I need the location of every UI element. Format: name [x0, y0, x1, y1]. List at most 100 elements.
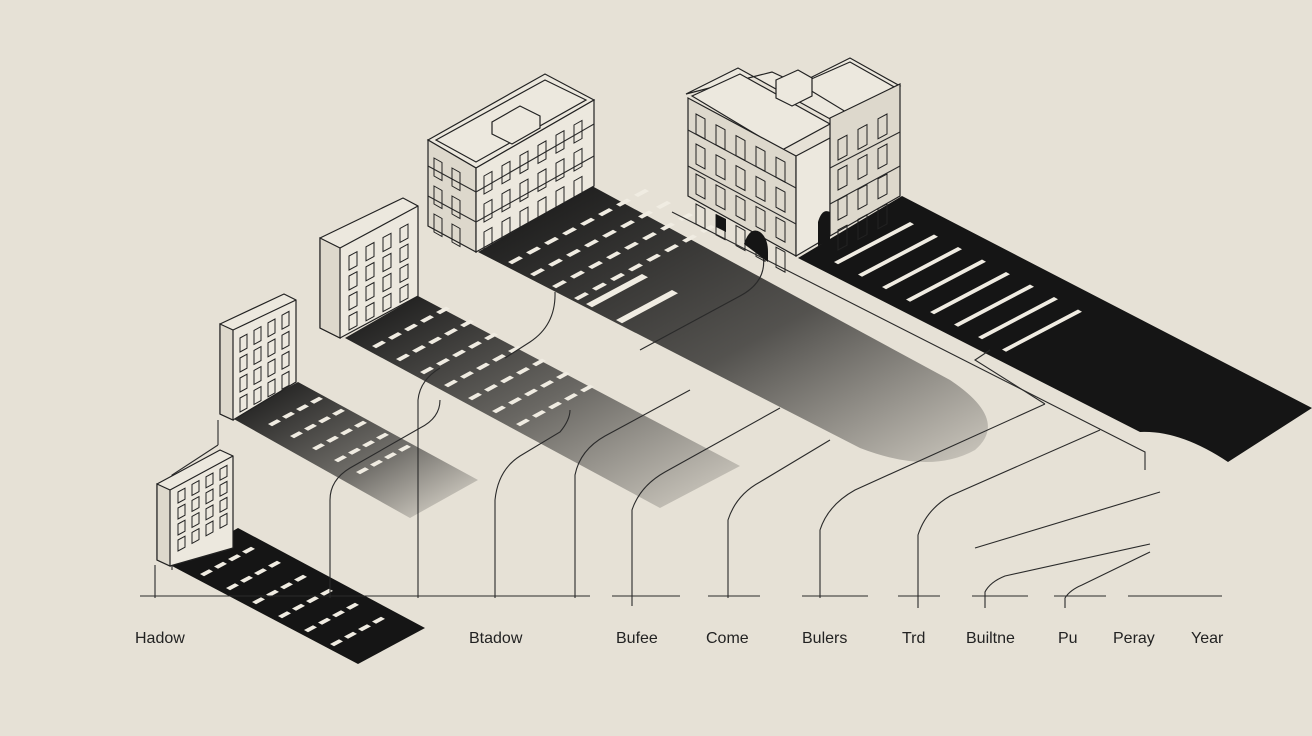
window: [735, 164, 746, 192]
shadow-tile: [358, 624, 371, 632]
shadow-tile: [268, 419, 281, 427]
building-5-windows: [695, 113, 888, 273]
shadow-tile: [344, 631, 357, 639]
guide-5: [494, 409, 571, 598]
building-icon: [156, 57, 902, 567]
shadow-bar: [858, 234, 938, 277]
window: [837, 134, 848, 161]
window: [519, 150, 529, 175]
window: [281, 310, 290, 331]
shadow-tile: [370, 459, 383, 467]
shadow-tile: [638, 210, 653, 219]
window: [365, 301, 375, 322]
window: [348, 250, 358, 271]
window: [537, 196, 547, 221]
label-hadow: Hadow: [135, 630, 185, 647]
label-year: Year: [1191, 630, 1224, 647]
shadow-tile: [428, 336, 442, 345]
window: [483, 198, 493, 223]
window: [219, 512, 228, 530]
guide-6: [574, 389, 691, 598]
shadow-tile: [530, 268, 545, 277]
window: [715, 183, 726, 211]
building-4-windows: [433, 119, 583, 251]
shadow-tile: [292, 603, 305, 611]
shadow-bar: [930, 272, 1010, 315]
shadow-bar: [1002, 309, 1082, 352]
shadow-tile: [468, 341, 482, 349]
label-come: Come: [706, 630, 749, 647]
window: [755, 175, 766, 203]
window: [501, 216, 511, 241]
shadow-tile: [642, 232, 657, 241]
shadow-tile: [200, 569, 213, 577]
shadow-tile: [700, 224, 715, 233]
window: [205, 520, 214, 537]
shadow-tile: [278, 611, 291, 619]
label-pu: Pu: [1058, 630, 1078, 647]
door: [744, 230, 768, 262]
shadow-tile: [508, 397, 522, 405]
shadow-tile: [516, 418, 530, 427]
shadow-tile: [544, 236, 559, 245]
window: [219, 464, 228, 482]
shadow-tile: [460, 319, 474, 328]
shadow-tile: [268, 560, 281, 568]
window: [555, 185, 565, 211]
shadow-tile: [348, 447, 361, 455]
shadow-tile: [616, 198, 631, 207]
window: [253, 385, 262, 406]
window: [365, 261, 375, 282]
shadow-tile: [476, 362, 490, 371]
window: [775, 186, 786, 213]
shadow-tile: [356, 467, 369, 475]
guide-7: [631, 407, 781, 606]
window: [837, 194, 848, 221]
window: [239, 373, 248, 393]
window: [177, 487, 186, 504]
shadow-tile: [452, 349, 466, 358]
shadow-tile: [660, 222, 675, 231]
window: [253, 345, 262, 366]
shadow-tile: [396, 353, 410, 362]
shadow-tile: [484, 332, 498, 341]
shadow-3: [345, 296, 740, 508]
shadow-tile: [436, 358, 450, 366]
shadow-tile: [388, 332, 402, 340]
shadow-tile: [340, 428, 353, 436]
window: [253, 325, 262, 346]
door: [818, 211, 830, 246]
shadow-bar: [906, 259, 986, 302]
window: [735, 194, 746, 222]
window: [877, 173, 888, 200]
shadow-tile: [326, 435, 339, 443]
building-1-windows: [177, 464, 228, 552]
shadow-tile: [588, 260, 603, 269]
window: [205, 472, 214, 489]
shadow-tile: [310, 396, 323, 404]
shadow-tile: [444, 379, 458, 388]
shadow-tile: [492, 405, 506, 414]
window: [451, 167, 461, 192]
shadow-window-tiles: [200, 188, 1082, 647]
shadow-bar: [586, 274, 648, 308]
window: [573, 175, 583, 200]
guide-8: [727, 439, 831, 598]
shadow-tile: [420, 315, 434, 323]
building-3-windows: [348, 223, 409, 331]
shadow-tile: [580, 217, 595, 226]
window: [253, 365, 262, 386]
shadow-tile: [580, 384, 594, 393]
shadow-tile: [318, 416, 331, 424]
shadow-tile: [624, 241, 639, 250]
shadow-tile: [516, 367, 530, 375]
shadow-tile: [570, 270, 585, 279]
window: [519, 178, 529, 203]
window: [715, 123, 726, 151]
window: [239, 333, 248, 353]
shadow-tile: [332, 408, 345, 416]
shadow-tile: [592, 282, 607, 291]
window: [399, 223, 409, 244]
window: [555, 157, 565, 183]
shadow-tile: [404, 323, 418, 332]
